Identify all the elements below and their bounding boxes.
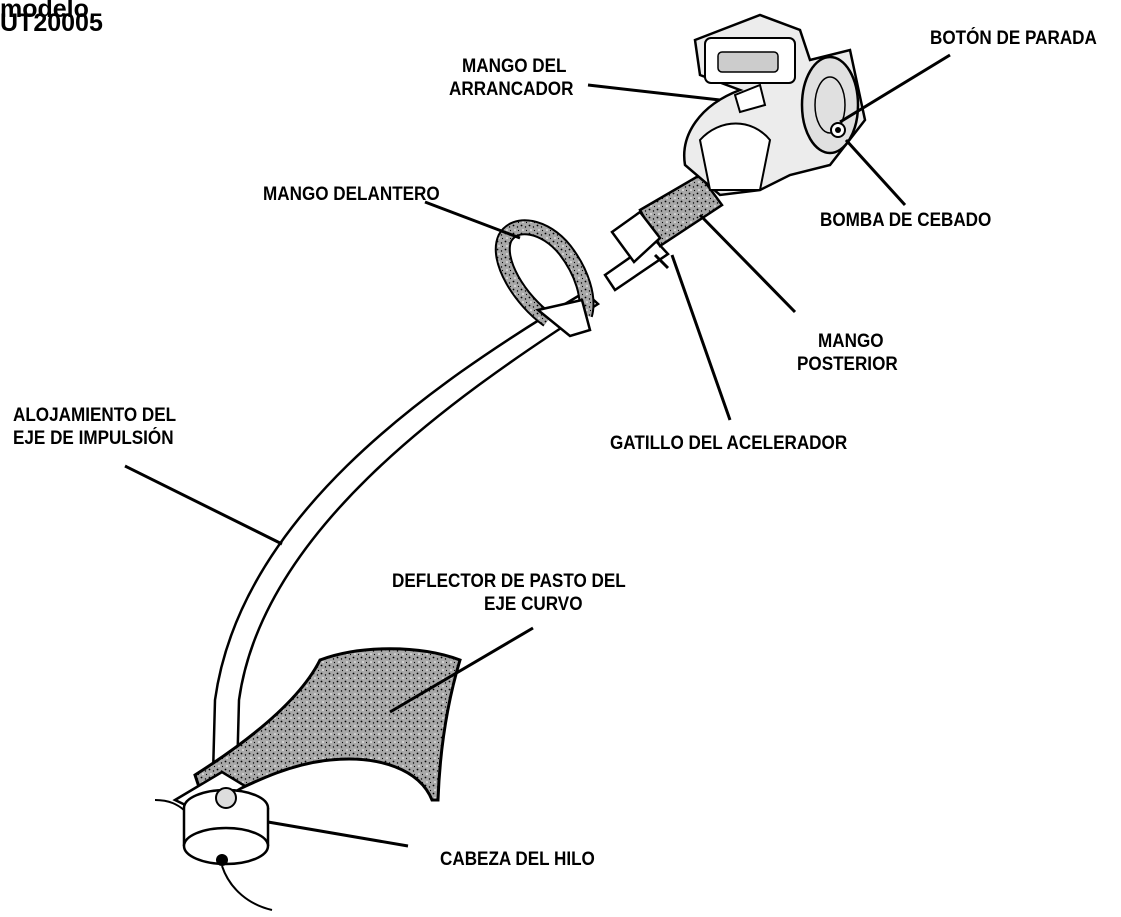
rear-handle-label-line1: MANGO xyxy=(818,331,884,352)
stop-button-label: BOTÓN DE PARADA xyxy=(930,28,1097,49)
trimmer-head-label: CABEZA DEL HILO xyxy=(440,849,595,870)
model-label-line1: modelo xyxy=(0,0,89,23)
trimmer-head xyxy=(154,770,273,911)
throttle-trigger-label: GATILLO DEL ACELERADOR xyxy=(610,433,848,454)
front-handle xyxy=(494,219,595,338)
primer-bulb-label: BOMBA DE CEBADO xyxy=(820,210,992,231)
grass-deflector-label-line2: EJE CURVO xyxy=(484,594,583,615)
front-handle-label: MANGO DELANTERO xyxy=(263,184,440,205)
rear-handle-label-line2: POSTERIOR xyxy=(797,354,898,375)
engine-housing xyxy=(683,13,867,197)
throttle-trigger xyxy=(610,210,670,270)
drive-shaft-housing-label-line2: EJE DE IMPULSIÓN xyxy=(13,428,174,449)
grass-deflector xyxy=(193,647,462,808)
drive-shaft-housing-label-line1: ALOJAMIENTO DEL xyxy=(13,405,177,426)
starter-handle-label-line2: ARRANCADOR xyxy=(449,79,574,100)
leader-lines xyxy=(124,53,951,848)
model-label-line2: UT20005 xyxy=(0,9,103,37)
starter-handle-label-line1: MANGO DEL xyxy=(462,56,567,77)
grass-deflector-label-line1: DEFLECTOR DE PASTO DEL xyxy=(392,571,626,592)
